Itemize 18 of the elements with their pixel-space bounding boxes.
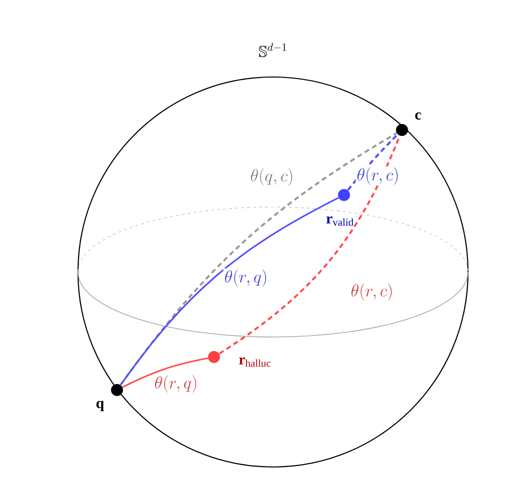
point-dot <box>111 384 123 396</box>
point-dot <box>208 351 220 363</box>
edge-label: $\theta(r,c)$ <box>351 283 392 301</box>
point-label: $\mathbf{c}$ <box>414 111 422 121</box>
point-label: $\mathbf{r}_{\mathrm{valid}}$ <box>324 215 356 227</box>
point-label: $\mathbf{q}$ <box>94 400 106 412</box>
arc-path <box>347 134 398 191</box>
edge-label: $\theta(r,q)$ <box>155 375 196 393</box>
point-dot <box>338 189 350 201</box>
arc-path <box>122 357 208 388</box>
point-dot <box>396 124 408 136</box>
arc-path <box>120 197 339 386</box>
edge-label: $\theta(r,q)$ <box>225 269 266 287</box>
point-label: $\mathbf{r}_{\mathrm{halluc}}$ <box>238 356 272 368</box>
edge-label: $\theta(q,c)$ <box>250 168 292 186</box>
arc-path <box>120 132 398 386</box>
sphere-label: $\mathbb{S}^{d-1}$ <box>259 43 286 58</box>
edge-label: $\theta(r,c)$ <box>357 167 398 185</box>
